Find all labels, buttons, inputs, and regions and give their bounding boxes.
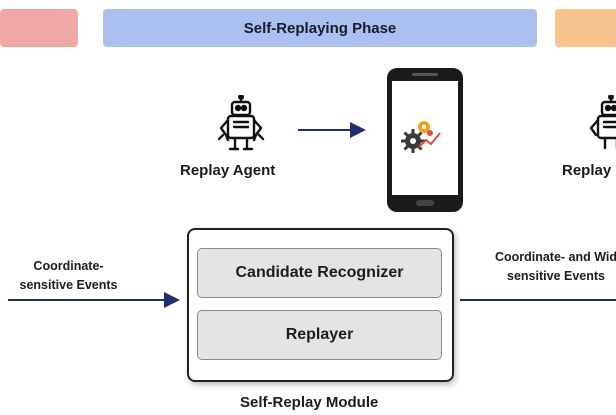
smartphone-icon xyxy=(387,68,463,212)
output-events-line1: Coordinate- and Wid xyxy=(494,250,616,264)
next-phase-banner xyxy=(555,9,616,47)
previous-phase-banner xyxy=(0,9,78,47)
self-replaying-phase-banner: Self-Replaying Phase xyxy=(103,9,537,47)
replayer-box: Replayer xyxy=(197,310,442,360)
replay-agent-label: Replay Agent xyxy=(180,162,276,179)
output-events-label: Coordinate- and Wid sensitive Events xyxy=(466,248,616,286)
replay-agent-label-right: Replay xyxy=(562,162,612,179)
candidate-recognizer-box: Candidate Recognizer xyxy=(197,248,442,298)
output-events-line2: sensitive Events xyxy=(507,269,605,283)
robot-icon xyxy=(217,95,265,151)
input-events-line1: Coordinate- xyxy=(33,259,104,273)
gears-icon xyxy=(401,121,441,153)
module-title: Self-Replay Module xyxy=(240,394,379,411)
input-events-line2: sensitive Events xyxy=(19,278,118,292)
self-replay-module-box: Candidate Recognizer Replayer xyxy=(187,228,454,382)
phase-title: Self-Replaying Phase xyxy=(243,19,397,37)
input-events-label: Coordinate- sensitive Events xyxy=(6,257,131,295)
